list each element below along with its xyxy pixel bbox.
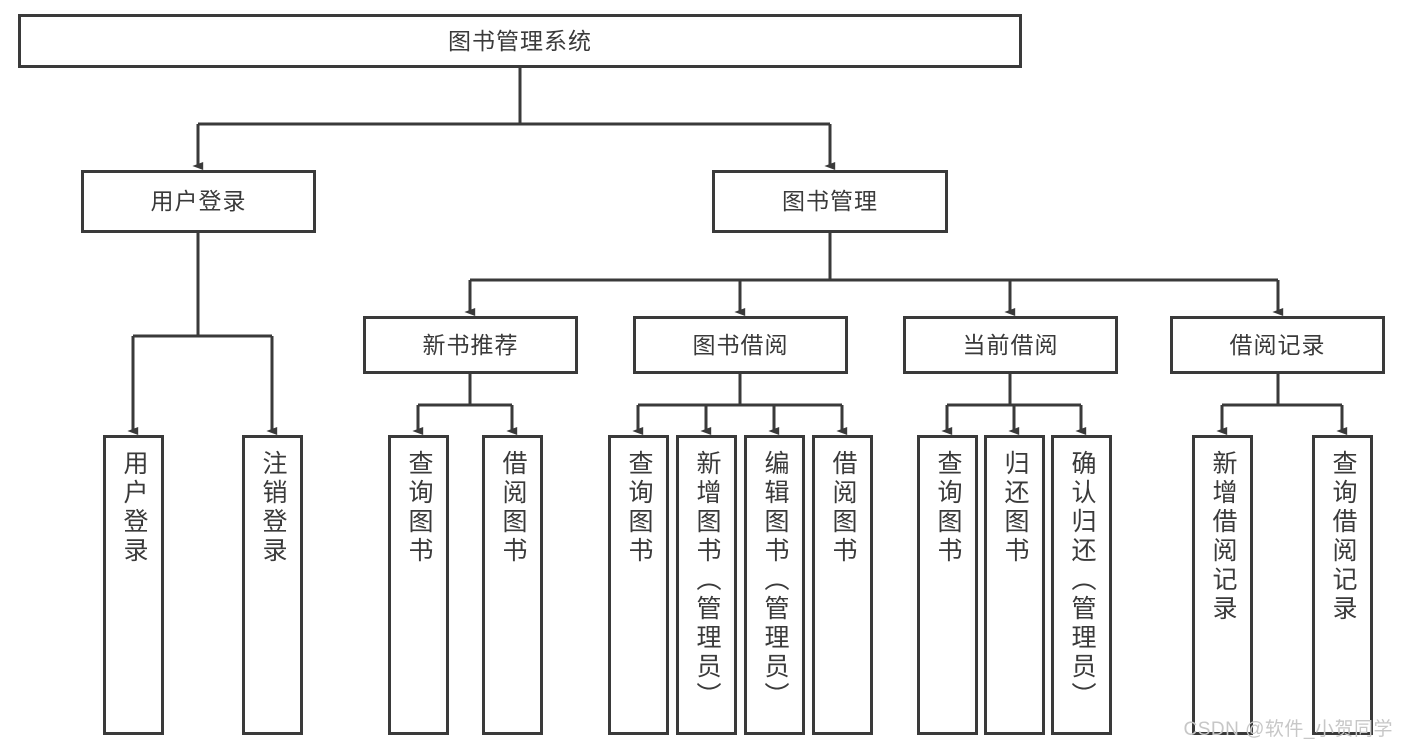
node-leaf-add-record[interactable]: 新增借阅记录 (1192, 435, 1253, 735)
node-current-borrow-label: 当前借阅 (962, 331, 1059, 358)
node-user-login-label: 用户登录 (150, 188, 247, 215)
node-leaf-query-record[interactable]: 查询借阅记录 (1312, 435, 1373, 735)
node-leaf-borrow-book-2-label: 借阅图书 (829, 450, 857, 566)
node-leaf-user-logout[interactable]: 注销登录 (242, 435, 303, 735)
node-leaf-add-record-label: 新增借阅记录 (1209, 450, 1237, 624)
node-book-manage[interactable]: 图书管理 (712, 170, 948, 233)
node-leaf-add-book-label: 新增图书（管理员） (693, 450, 721, 711)
node-new-book-recommend-label: 新书推荐 (422, 331, 519, 358)
node-leaf-query-book-2-label: 查询图书 (625, 450, 653, 566)
node-leaf-user-login-label: 用户登录 (120, 450, 148, 566)
node-leaf-user-logout-label: 注销登录 (259, 450, 287, 566)
node-leaf-query-book-1-label: 查询图书 (405, 450, 433, 566)
node-book-manage-label: 图书管理 (782, 188, 878, 215)
node-leaf-borrow-book-1[interactable]: 借阅图书 (482, 435, 543, 735)
node-leaf-query-book-2[interactable]: 查询图书 (608, 435, 669, 735)
node-leaf-return-book[interactable]: 归还图书 (984, 435, 1045, 735)
node-borrow-record[interactable]: 借阅记录 (1170, 316, 1385, 374)
node-leaf-return-book-label: 归还图书 (1001, 450, 1029, 566)
node-leaf-query-book-3[interactable]: 查询图书 (917, 435, 978, 735)
node-leaf-confirm-return-label: 确认归还（管理员） (1068, 450, 1096, 711)
node-leaf-confirm-return[interactable]: 确认归还（管理员） (1051, 435, 1112, 735)
node-leaf-user-login[interactable]: 用户登录 (103, 435, 164, 735)
node-book-borrow[interactable]: 图书借阅 (633, 316, 848, 374)
watermark: CSDN @软件_小贺同学 (1183, 719, 1393, 740)
node-leaf-edit-book[interactable]: 编辑图书（管理员） (744, 435, 805, 735)
node-root-label: 图书管理系统 (448, 27, 592, 54)
node-new-book-recommend[interactable]: 新书推荐 (363, 316, 578, 374)
node-leaf-edit-book-label: 编辑图书（管理员） (761, 450, 789, 711)
node-leaf-add-book[interactable]: 新增图书（管理员） (676, 435, 737, 735)
node-leaf-query-record-label: 查询借阅记录 (1329, 450, 1357, 624)
node-leaf-query-book-1[interactable]: 查询图书 (388, 435, 449, 735)
node-leaf-borrow-book-2[interactable]: 借阅图书 (812, 435, 873, 735)
node-leaf-query-book-3-label: 查询图书 (934, 450, 962, 566)
node-leaf-borrow-book-1-label: 借阅图书 (499, 450, 527, 566)
node-root[interactable]: 图书管理系统 (18, 14, 1022, 68)
node-borrow-record-label: 借阅记录 (1229, 331, 1326, 358)
node-book-borrow-label: 图书借阅 (692, 331, 789, 358)
node-current-borrow[interactable]: 当前借阅 (903, 316, 1118, 374)
node-user-login[interactable]: 用户登录 (81, 170, 316, 233)
